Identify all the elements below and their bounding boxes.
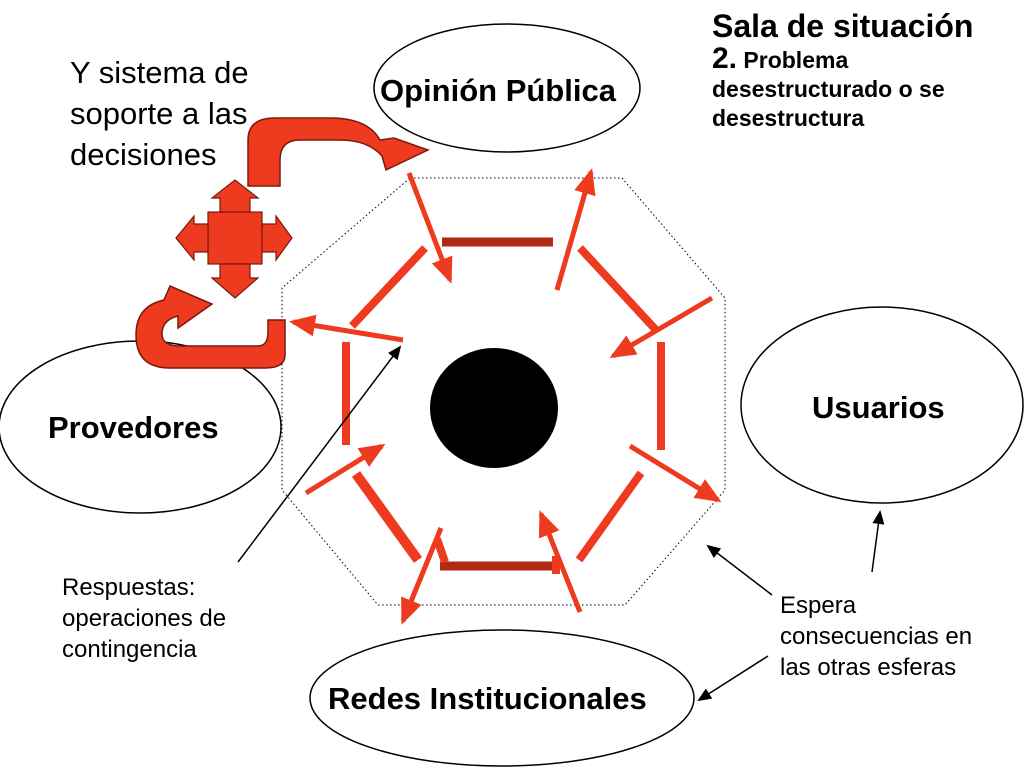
arrow-out-top-right xyxy=(554,168,596,291)
ellipse-opinion-publica xyxy=(373,23,641,153)
ellipse-usuarios xyxy=(740,306,1024,504)
pointer-espera-usuarios xyxy=(871,510,885,573)
title-heading: Sala de situación xyxy=(712,8,974,44)
tick-bottom-left xyxy=(433,537,449,564)
curved-arrow-left xyxy=(135,285,286,369)
slide-title: Sala de situación 2. Problema desestruct… xyxy=(712,8,1012,133)
arrow-in-right-upper xyxy=(609,295,714,359)
pointer-respuestas xyxy=(237,345,402,563)
central-core xyxy=(430,348,558,468)
label-redes-institucionales: Redes Institucionales xyxy=(328,681,647,716)
arrow-out-left-upper xyxy=(289,314,404,343)
label-opinion-publica: Opinión Pública xyxy=(380,73,616,108)
inner-red-ring xyxy=(342,237,665,574)
four-way-arrows-icon xyxy=(175,179,293,299)
respuestas-note: Respuestas: operaciones de contingencia xyxy=(62,574,227,663)
red-arrows xyxy=(289,168,722,625)
arrow-in-top-left xyxy=(406,172,453,284)
ring-segment-top-right xyxy=(577,245,659,333)
pointer-espera-redes xyxy=(697,655,769,702)
title-subheading: 2. Problema desestructurado o se desestr… xyxy=(712,44,1012,133)
curved-arrow-top xyxy=(247,117,430,187)
arrow-out-right-lower xyxy=(628,443,722,503)
pointer-espera-octagon xyxy=(706,544,773,596)
ring-segment-top-left xyxy=(349,245,428,329)
title-number: 2. xyxy=(712,42,738,75)
title-description: Problema desestructurado o se desestruct… xyxy=(712,47,945,131)
arrow-in-bottom-right xyxy=(538,510,583,613)
arrow-in-left-lower xyxy=(304,443,386,496)
ellipse-redes-institucionales xyxy=(309,629,695,767)
ring-segment-bottom-left xyxy=(351,471,423,563)
label-provedores: Provedores xyxy=(48,410,219,445)
decision-support-note: Y sistema de soporte a las decisiones xyxy=(70,55,249,172)
arrow-out-bottom-left xyxy=(400,527,444,625)
ring-segment-bottom-right xyxy=(575,470,645,563)
label-usuarios: Usuarios xyxy=(812,390,945,425)
espera-note: Espera consecuencias en las otras esfera… xyxy=(780,592,973,681)
